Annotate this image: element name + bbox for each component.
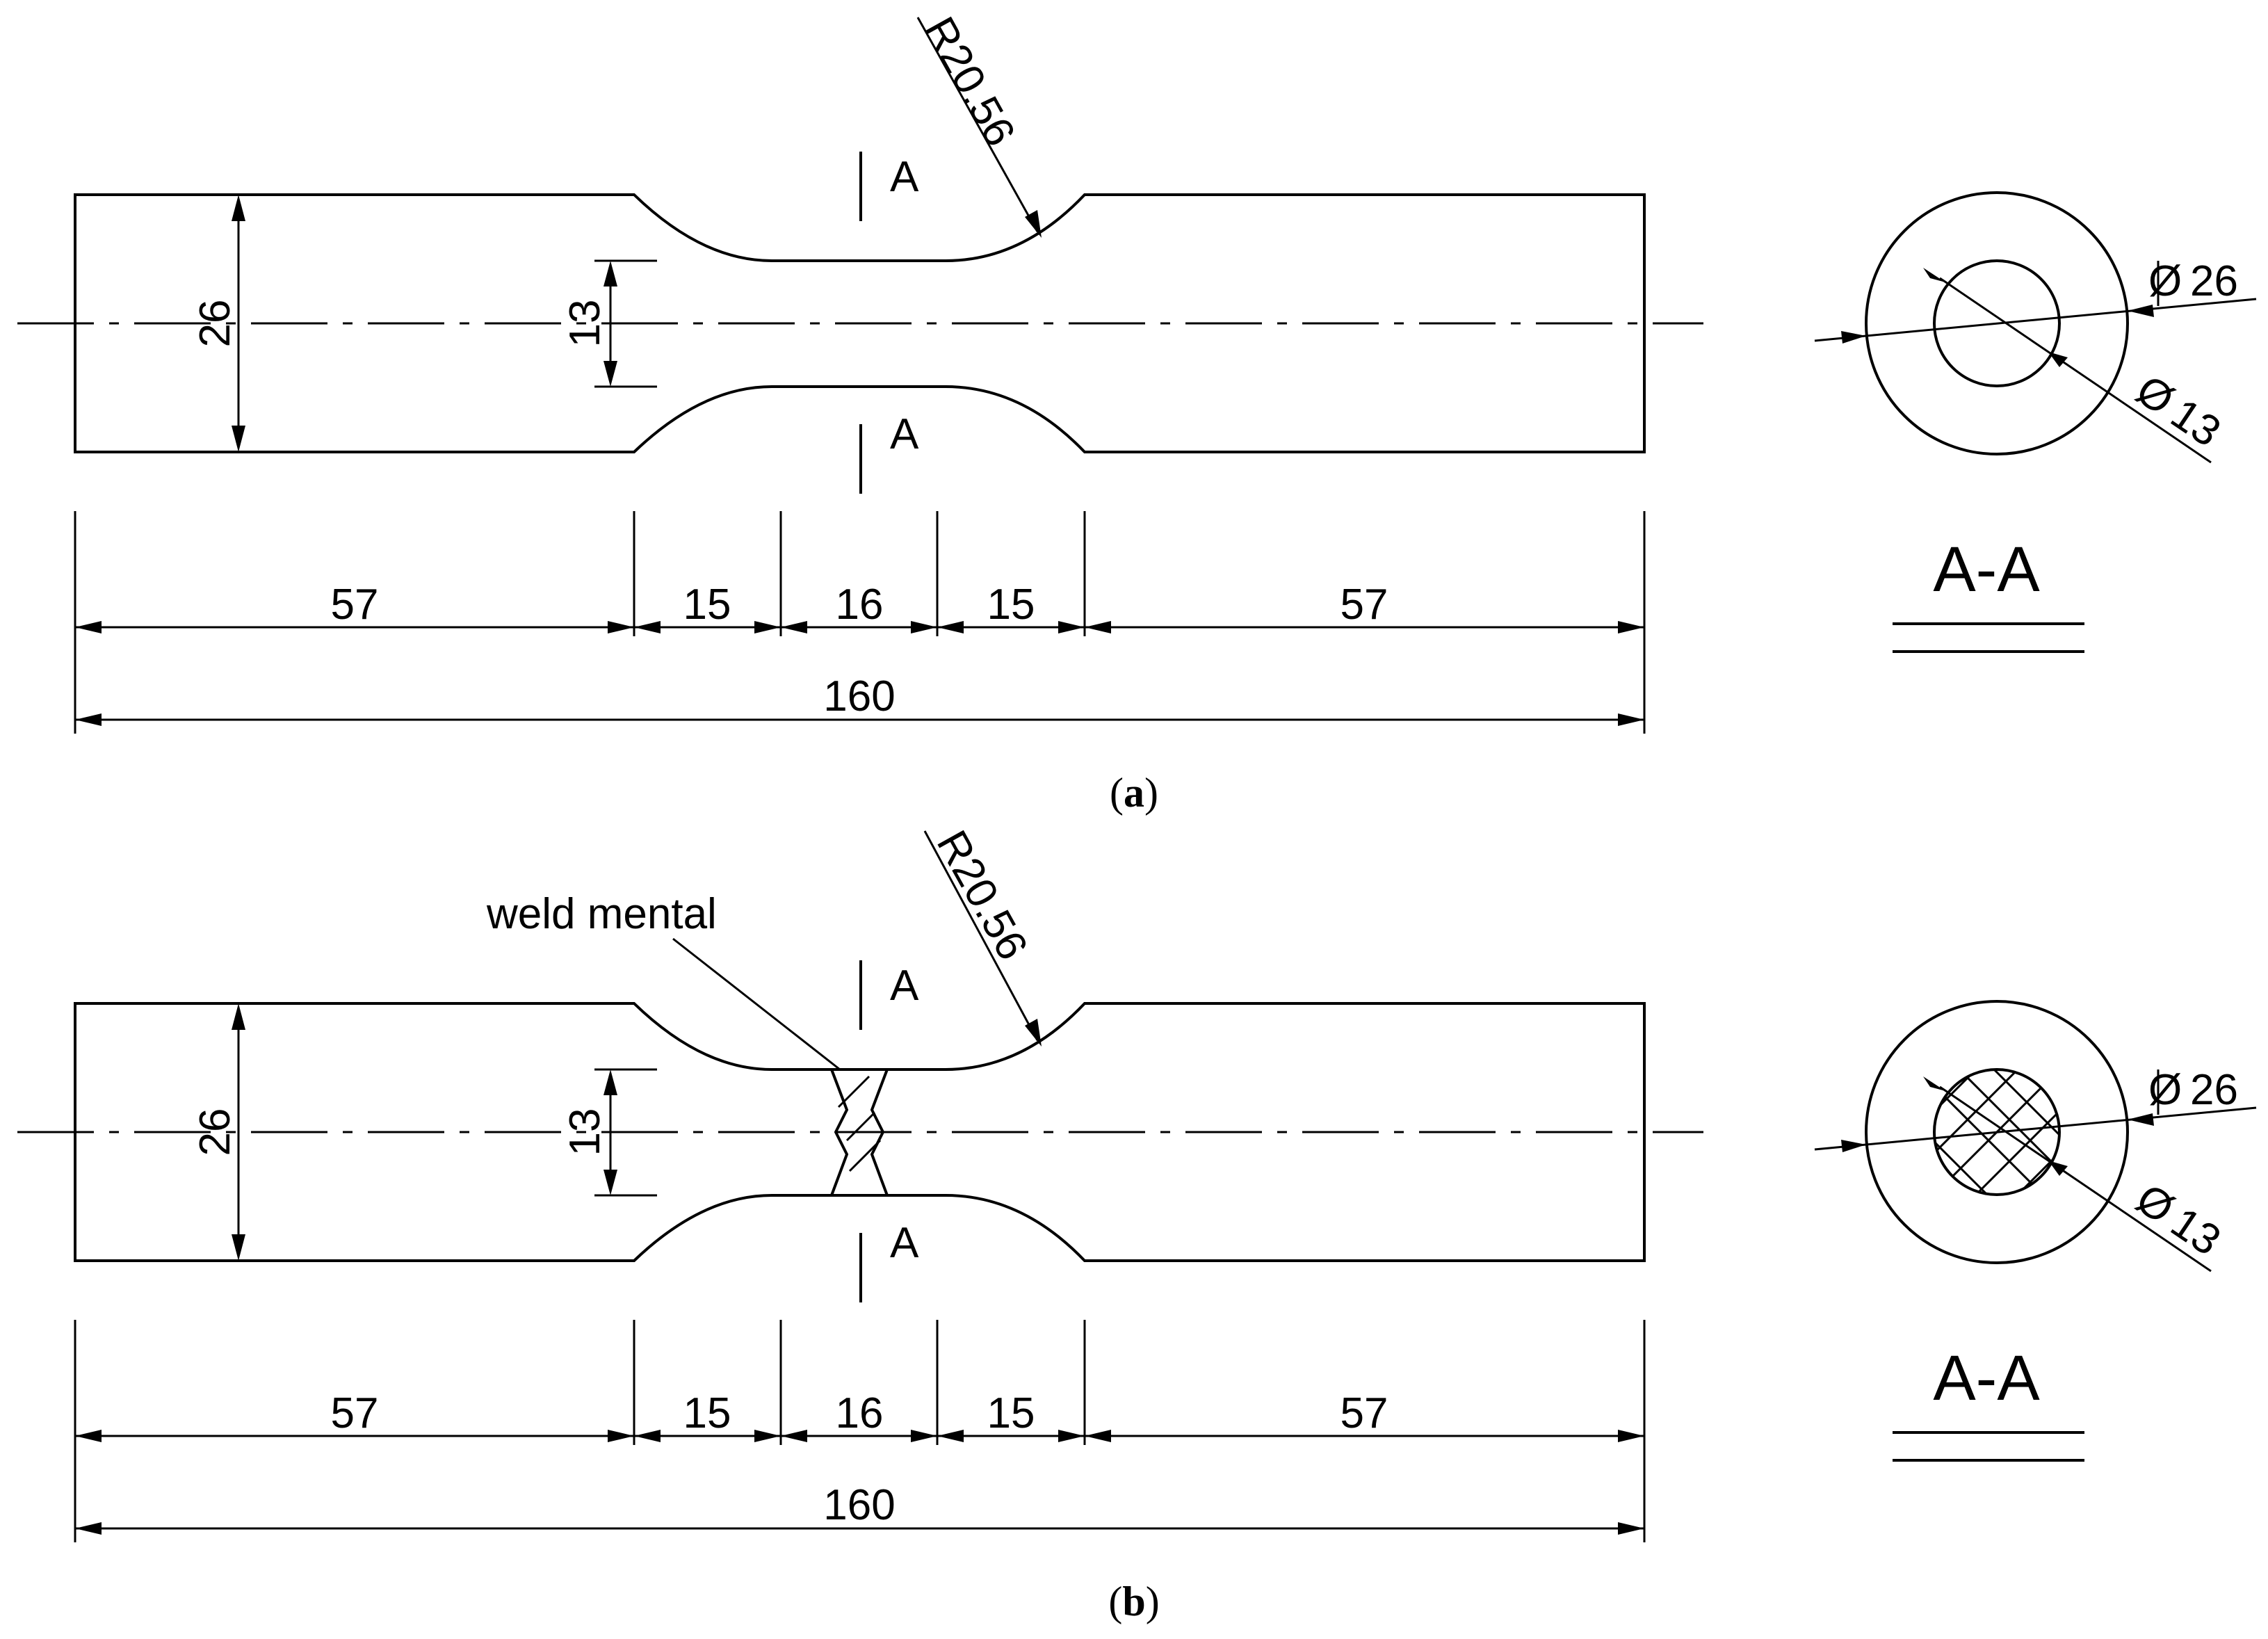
- weld-leader-b: weld mental: [486, 890, 841, 1071]
- dim-label-16-b: 16: [836, 1389, 884, 1437]
- dia-symbol-outer-a: Ø: [2148, 257, 2182, 305]
- dim-chain-a: 57 15 16 15 57: [75, 581, 1644, 633]
- caption-letter-b: b: [1122, 1579, 1145, 1624]
- caption-open-a: (: [1110, 770, 1124, 816]
- caption-b: (b): [1108, 1579, 1159, 1624]
- dim-label-15-right-b: 15: [987, 1389, 1035, 1437]
- section-title-b: A-A: [1933, 1343, 2040, 1414]
- svg-text:(a): (a): [1110, 770, 1158, 816]
- dim-total-a: 160: [75, 672, 1644, 726]
- dim-label-15-right-a: 15: [987, 581, 1035, 629]
- inner-hatch-b: [1934, 1069, 2059, 1195]
- radius-label-a: R20.56: [915, 9, 1024, 154]
- dim-label-16-a: 16: [836, 581, 884, 629]
- section-title-a: A-A: [1933, 534, 2040, 605]
- section-mark-bottom-a: A: [890, 410, 919, 458]
- outer-circle-b: [1865, 1000, 2129, 1264]
- figure-b: weld mental A A 26 13 R20.56: [17, 823, 2257, 1624]
- caption-close-b: ): [1146, 1579, 1160, 1624]
- dim-height-outer-label-b: 26: [191, 1108, 239, 1156]
- section-mark-bottom-b: A: [890, 1219, 919, 1267]
- extension-lines-b: [74, 1320, 1646, 1542]
- dim-height-inner-a: 13: [561, 259, 657, 388]
- dim-height-outer-label-a: 26: [191, 300, 239, 348]
- dim-height-inner-label-b: 13: [561, 1108, 609, 1156]
- dim-label-57-left-a: 57: [331, 581, 379, 629]
- caption-open-b: (: [1108, 1579, 1122, 1624]
- radius-leader-b: R20.56: [923, 823, 1042, 1047]
- caption-a: (a): [1110, 770, 1158, 816]
- caption-letter-a: a: [1124, 770, 1144, 816]
- specimen-outline-a: [74, 193, 1646, 453]
- section-mark-top-a: A: [890, 153, 919, 201]
- section-mark-top-b: A: [890, 962, 919, 1010]
- dia-inner-label-a: 13: [2162, 389, 2229, 456]
- dim-label-15-left-b: 15: [683, 1389, 731, 1437]
- inner-circle-a: [1933, 259, 2061, 387]
- svg-text:(b): (b): [1108, 1579, 1159, 1624]
- dim-height-outer-a: 26: [191, 195, 245, 452]
- specimen-outline-b: [74, 1002, 1646, 1262]
- extension-lines-a: [74, 511, 1646, 734]
- dim-total-b: 160: [75, 1481, 1644, 1535]
- dim-total-label-b: 160: [823, 1481, 895, 1529]
- dia-inner-label-b: 13: [2162, 1198, 2229, 1265]
- dim-height-inner-b: 13: [561, 1068, 657, 1197]
- dim-label-57-right-b: 57: [1340, 1389, 1388, 1437]
- weld-label-b: weld mental: [486, 890, 717, 938]
- section-view-a: Ø 26 Ø 13 A-A: [1814, 191, 2257, 653]
- radius-leader-a: R20.56: [915, 9, 1042, 238]
- dim-chain-b: 57 15 16 15 57: [75, 1389, 1644, 1442]
- weld-zone-b: [830, 1069, 889, 1196]
- caption-close-a: ): [1144, 770, 1158, 816]
- dim-height-outer-b: 26: [191, 1003, 245, 1261]
- radius-label-b: R20.56: [928, 823, 1037, 967]
- dim-label-57-right-a: 57: [1340, 581, 1388, 629]
- dia-symbol-outer-b: Ø: [2148, 1066, 2182, 1114]
- figure-a: A A 26 13 R20.56: [17, 9, 2257, 816]
- outer-circle-a: [1865, 191, 2129, 455]
- inner-circle-b: [1933, 1068, 2061, 1196]
- dim-total-label-a: 160: [823, 672, 895, 720]
- section-view-b: Ø 26 Ø 13 A-A: [1814, 1000, 2257, 1462]
- dim-height-inner-label-a: 13: [561, 300, 609, 348]
- dia-outer-label-a: 26: [2190, 257, 2238, 305]
- dim-label-57-left-b: 57: [331, 1389, 379, 1437]
- dia-outer-label-b: 26: [2190, 1066, 2238, 1114]
- dim-label-15-left-a: 15: [683, 581, 731, 629]
